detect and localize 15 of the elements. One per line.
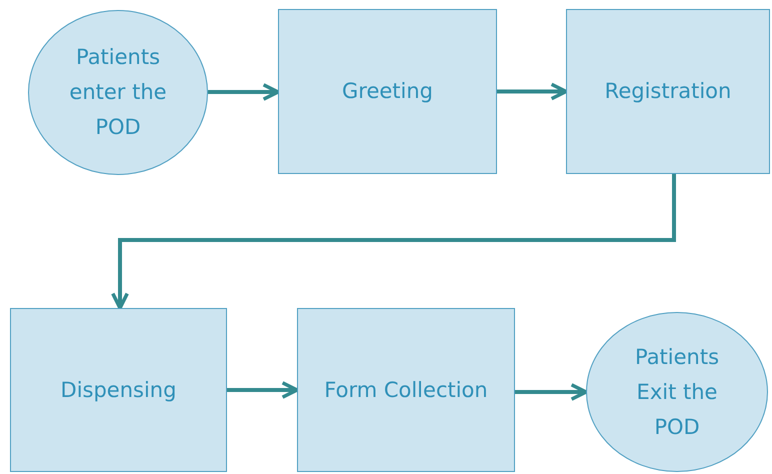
arrow <box>497 82 568 100</box>
process-box <box>10 308 227 472</box>
process-box <box>566 9 770 174</box>
arrow <box>208 83 280 101</box>
node-label: Patients enter the POD <box>68 44 168 141</box>
node-label: Patients Exit the POD <box>634 344 720 440</box>
arrow <box>111 174 676 310</box>
process-box <box>297 308 515 472</box>
arrow <box>515 383 588 401</box>
process-box <box>278 9 497 174</box>
node-label: Dispensing <box>60 376 178 404</box>
node-label: Greeting <box>341 78 434 105</box>
arrow <box>227 381 299 399</box>
node-label: Form Collection <box>323 376 489 404</box>
node-label: Registration <box>604 78 732 105</box>
